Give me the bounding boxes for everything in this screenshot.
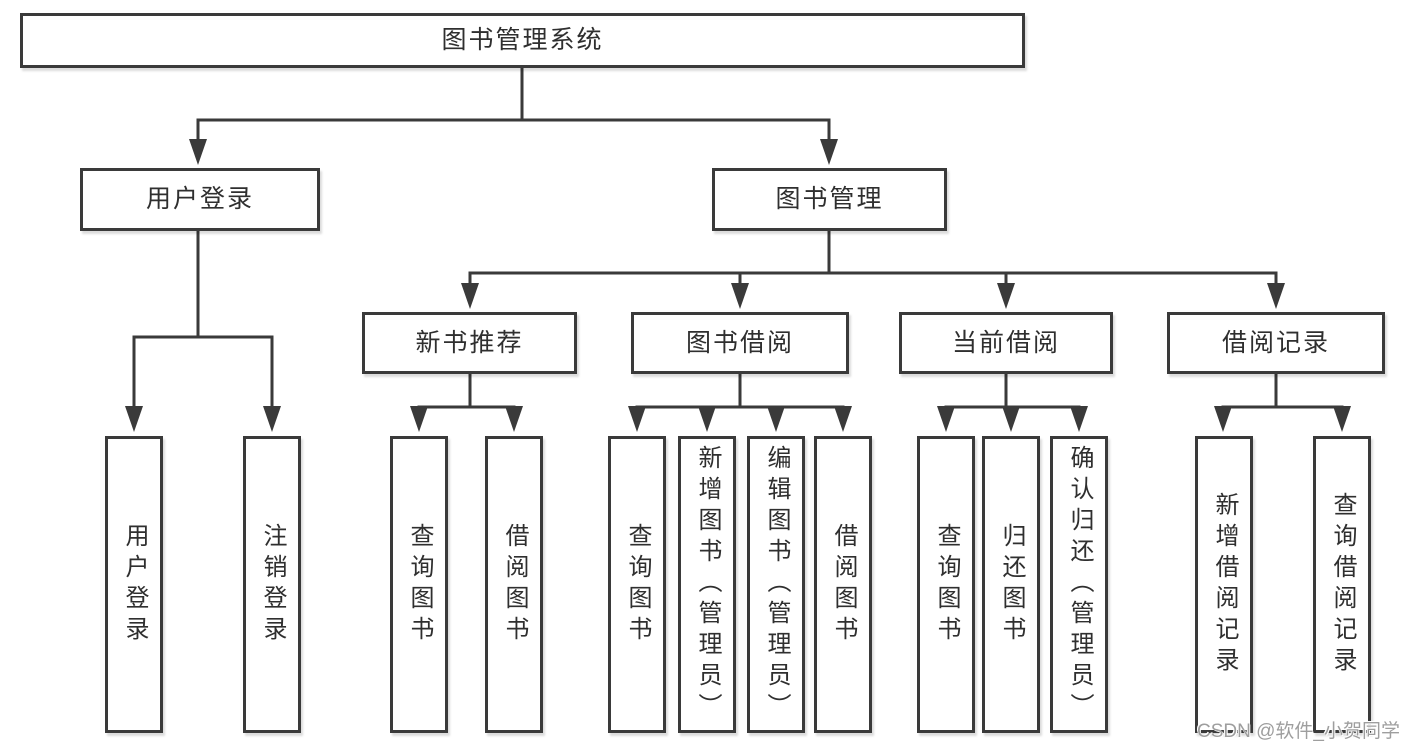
node-edit-books-admin: 编辑图书（管理员） xyxy=(747,436,805,733)
arrow-down-icon xyxy=(263,406,281,432)
arrow-down-icon xyxy=(731,283,749,309)
arrow-down-icon xyxy=(820,139,838,165)
arrow-down-icon xyxy=(1267,283,1285,309)
arrow-down-icon xyxy=(767,406,785,432)
node-label-user-login: 用户登录 xyxy=(145,185,254,213)
node-label-root: 图书管理系统 xyxy=(441,26,604,54)
node-root: 图书管理系统 xyxy=(20,13,1025,68)
arrow-down-icon xyxy=(189,139,207,165)
node-add-books-admin: 新增图书（管理员） xyxy=(678,436,736,733)
node-label-add-books-admin: 新增图书（管理员） xyxy=(694,445,721,724)
node-label-borrow-books-recommend: 借阅图书 xyxy=(501,522,528,647)
arrow-down-icon xyxy=(834,406,852,432)
node-logout-action: 注销登录 xyxy=(243,436,301,733)
node-borrow-books-borrowing: 借阅图书 xyxy=(814,436,872,733)
node-label-add-borrow-record: 新增借阅记录 xyxy=(1211,491,1238,678)
arrow-down-icon xyxy=(628,406,646,432)
node-label-logout-action: 注销登录 xyxy=(259,522,286,647)
arrow-down-icon xyxy=(410,406,428,432)
arrow-down-icon xyxy=(997,283,1015,309)
watermark: CSDN @软件_小贺同学 xyxy=(1197,721,1400,742)
node-label-query-books-borrowing: 查询图书 xyxy=(624,522,651,647)
arrow-down-icon xyxy=(937,406,955,432)
arrow-down-icon xyxy=(1070,406,1088,432)
node-label-current-borrowing: 当前借阅 xyxy=(951,328,1060,357)
node-return-books: 归还图书 xyxy=(982,436,1040,733)
node-label-borrowing-records: 借阅记录 xyxy=(1221,328,1330,357)
arrow-down-icon xyxy=(1214,406,1232,432)
node-query-books-recommend: 查询图书 xyxy=(390,436,448,733)
node-label-edit-books-admin: 编辑图书（管理员） xyxy=(763,445,790,724)
node-current-borrowing: 当前借阅 xyxy=(899,312,1113,374)
node-label-new-book-recommend: 新书推荐 xyxy=(415,328,524,357)
node-query-books-borrowing: 查询图书 xyxy=(608,436,666,733)
node-user-login: 用户登录 xyxy=(80,168,320,231)
node-label-confirm-return-admin: 确认归还（管理员） xyxy=(1066,445,1093,724)
node-query-borrow-record: 查询借阅记录 xyxy=(1313,436,1371,733)
node-label-book-borrowing: 图书借阅 xyxy=(685,328,794,357)
node-label-return-books: 归还图书 xyxy=(998,522,1025,647)
node-user-login-action: 用户登录 xyxy=(105,436,163,733)
arrow-down-icon xyxy=(461,283,479,309)
arrow-down-icon xyxy=(1333,406,1351,432)
node-borrowing-records: 借阅记录 xyxy=(1167,312,1385,374)
node-borrow-books-recommend: 借阅图书 xyxy=(485,436,543,733)
arrow-down-icon xyxy=(698,406,716,432)
node-label-query-books-recommend: 查询图书 xyxy=(406,522,433,647)
node-book-management: 图书管理 xyxy=(712,168,947,231)
node-confirm-return-admin: 确认归还（管理员） xyxy=(1050,436,1108,733)
node-label-user-login-action: 用户登录 xyxy=(121,522,148,647)
node-query-books-current: 查询图书 xyxy=(917,436,975,733)
node-add-borrow-record: 新增借阅记录 xyxy=(1195,436,1253,733)
node-new-book-recommend: 新书推荐 xyxy=(362,312,577,374)
node-label-book-management: 图书管理 xyxy=(775,185,884,213)
node-label-query-borrow-record: 查询借阅记录 xyxy=(1329,491,1356,678)
arrow-down-icon xyxy=(505,406,523,432)
arrow-down-icon xyxy=(1002,406,1020,432)
arrow-down-icon xyxy=(125,406,143,432)
node-label-borrow-books-borrowing: 借阅图书 xyxy=(830,522,857,647)
node-book-borrowing: 图书借阅 xyxy=(631,312,849,374)
node-label-query-books-current: 查询图书 xyxy=(933,522,960,647)
